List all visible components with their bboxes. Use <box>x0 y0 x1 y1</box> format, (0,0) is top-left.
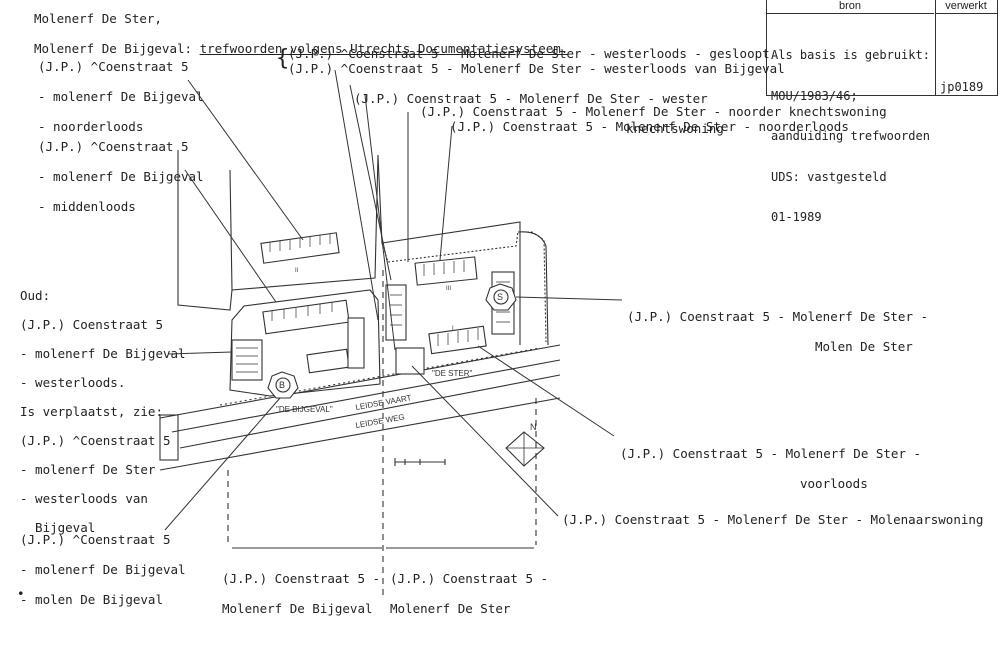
map-label-roman: III <box>446 286 451 292</box>
leader-westerloods-bijgeval <box>349 84 392 281</box>
canal-edge <box>219 347 541 406</box>
plot-boundary-west <box>177 150 379 311</box>
road-line <box>159 397 561 471</box>
plot-outlines <box>177 150 549 346</box>
label-molenaarswoning: (J.P.) Coenstraat 5 - Molenerf De Ster -… <box>562 512 984 527</box>
map-label-mill-b: B <box>279 380 285 390</box>
road-line <box>179 374 561 449</box>
document-header: Molenerf De Ster, Molenerf De Bijgeval: … <box>34 0 568 71</box>
map-label-north: N <box>530 422 537 432</box>
leader-lines <box>164 69 623 531</box>
label-molen-ster: (J.P.) Coenstraat 5 - Molenerf De Ster -… <box>627 309 929 354</box>
dot-mark: • <box>17 586 25 601</box>
leader-voorloods <box>477 345 615 437</box>
north-arrow <box>505 431 545 467</box>
building-middenloods <box>262 299 350 335</box>
buildings <box>231 232 515 381</box>
leader-westerloods-gesloopt <box>334 69 379 321</box>
label-erf-bijgeval: (J.P.) Coenstraat 5 - Molenerf De Bijgev… <box>222 571 381 616</box>
label-erf-ster: (J.P.) Coenstraat 5 - Molenerf De Ster <box>390 571 549 616</box>
map-label-de-bijgeval: "DE BIJGEVAL" <box>276 405 333 414</box>
map-label-de-ster: "DE STER" <box>432 369 473 378</box>
building-bijgeval-east <box>347 317 365 369</box>
leader-molenaarswoning <box>411 365 559 517</box>
building-ster-west <box>385 284 407 341</box>
label-noorder-knechtswoning: (J.P.) Coenstraat 5 - Molenerf De Ster -… <box>420 104 887 119</box>
leader-noorderloods-ster <box>439 125 453 261</box>
label-wester-knechtswoning: (J.P.) Coenstraat 5 - Molenerf De Ster -… <box>354 91 724 136</box>
building-voorloods <box>428 325 487 355</box>
map-label-mill-s: S <box>497 292 503 302</box>
building-westerloods <box>231 339 263 381</box>
building-bijgeval-small <box>306 348 350 374</box>
hatching <box>236 234 510 373</box>
document-code: jp0189 <box>940 80 984 94</box>
leader-wester-knechtswoning <box>364 94 396 351</box>
label-molen-bijgeval: (J.P.) ^Coenstraat 5 - molenerf De Bijge… <box>20 532 186 607</box>
leader-middenloods <box>184 169 277 303</box>
brace: { <box>276 46 290 71</box>
windmill-bijgeval <box>267 371 299 399</box>
building-molenaarswoning <box>395 347 425 375</box>
map-label-roman: II <box>295 268 299 274</box>
scale-bar <box>394 458 446 466</box>
source-line: Als basis is gebruikt: <box>771 48 930 62</box>
plot-boundary-east <box>377 155 521 345</box>
label-westerloods-van-bijgeval: (J.P.) ^Coenstraat 5 - Molenerf De Ster … <box>288 61 785 76</box>
windmill-ster <box>485 283 517 311</box>
plot-corner <box>517 231 549 346</box>
leader-molen-ster <box>515 296 623 301</box>
source-line: UDS: vastgesteld <box>771 169 887 184</box>
source-body: Als basis is gebruikt: MOU/1983/46; aand… <box>771 22 930 252</box>
header-line-2: Molenerf De Bijgeval: trefwoorden volgen… <box>34 41 568 56</box>
source-line: 01-1989 <box>771 210 822 224</box>
processed-header: verwerkt <box>935 0 997 14</box>
label-noorderloods-ster: (J.P.) Coenstraat 5 - Molenerf De Ster -… <box>450 119 849 134</box>
header-line-2-prefix: Molenerf De Bijgeval: <box>34 41 200 56</box>
leader-molen-bijgeval <box>164 397 281 531</box>
label-voorloods: (J.P.) Coenstraat 5 - Molenerf De Ster -… <box>620 446 922 491</box>
source-line: aanduiding trefwoorden <box>771 129 930 143</box>
source-line: MOU/1983/46; <box>771 88 858 103</box>
leader-oud-westerloods <box>167 351 233 355</box>
label-middenloods: (J.P.) ^Coenstraat 5 - molenerf De Bijge… <box>38 139 204 214</box>
plot-line <box>229 169 233 291</box>
boundary-dashed <box>227 270 537 600</box>
map-label-roman: I <box>452 326 454 332</box>
building-noorderloods-ster <box>414 256 478 286</box>
road-line <box>159 344 561 419</box>
road-line <box>171 359 561 433</box>
header-keywords-link: trefwoorden volgens Utrechts Documentati… <box>199 41 569 56</box>
roads-canal <box>159 344 561 471</box>
label-noorderloods-bijgeval: (J.P.) ^Coenstraat 5 - molenerf De Bijge… <box>38 59 204 134</box>
leader-noorderloods-bijgeval <box>187 79 304 241</box>
header-line-1: Molenerf De Ster, <box>34 11 162 26</box>
plot-dashed <box>381 231 547 343</box>
bridge-left <box>159 414 179 461</box>
source-box: bron verwerkt Als basis is gebruikt: MOU… <box>766 0 998 224</box>
label-westerloods-gesloopt: (J.P.) ^Coenstraat 5 - Molenerf De Ster … <box>288 46 770 61</box>
bijgeval-yard <box>229 289 381 397</box>
source-header: bron <box>766 0 934 14</box>
label-oud-westerloods: Oud: (J.P.) Coenstraat 5 - molenerf De B… <box>20 287 186 535</box>
